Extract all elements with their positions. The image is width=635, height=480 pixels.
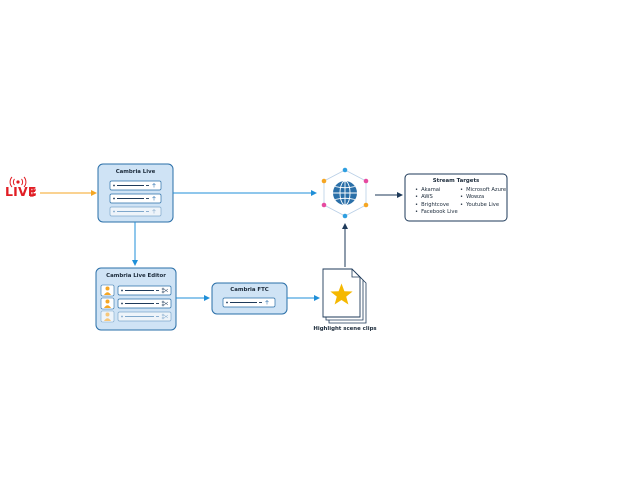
cambria-ftc-title: Cambria FTC	[230, 287, 269, 293]
editor-row	[100, 297, 172, 310]
upload-icon	[152, 183, 156, 188]
cambria-live-editor-node[interactable]	[95, 267, 177, 331]
star-icon	[330, 283, 353, 305]
stream-target-item: Youtube Live	[460, 202, 506, 209]
editor-row	[100, 310, 172, 323]
editor-row	[100, 284, 172, 297]
upload-icon	[152, 196, 156, 201]
live-broadcast-icon	[9, 176, 36, 197]
person-icon	[104, 299, 111, 308]
scissors-icon	[161, 300, 169, 307]
person-icon	[104, 286, 111, 295]
live-badge-text: LIVE	[5, 184, 37, 199]
highlight-label: Highlight scene clips	[313, 326, 377, 332]
scissors-icon	[161, 313, 169, 320]
highlight-clips-icon	[322, 268, 367, 324]
person-icon	[104, 312, 111, 321]
channel-row	[109, 206, 162, 217]
stream-target-item: Akamai	[415, 187, 458, 194]
stream-targets-title: Stream Targets	[432, 178, 480, 184]
channel-row	[109, 193, 162, 204]
globe-icon	[333, 180, 357, 206]
stream-target-item: Microsoft Azure	[460, 187, 506, 194]
cdn-globe-node[interactable]	[321, 167, 369, 219]
stream-targets-list-1: Akamai AWS Brightcove Facebook Live	[415, 187, 458, 217]
stream-target-item: Wowza	[460, 194, 506, 201]
stream-targets-list-2: Microsoft Azure Wowza Youtube Live	[460, 187, 506, 209]
cambria-ftc-node[interactable]	[211, 282, 288, 315]
stream-target-item: AWS	[415, 194, 458, 201]
cambria-live-editor-title: Cambria Live Editor	[106, 273, 166, 279]
upload-icon	[265, 300, 269, 305]
cambria-live-title: Cambria Live	[115, 169, 156, 175]
channel-row	[109, 180, 162, 191]
upload-icon	[152, 209, 156, 214]
scissors-icon	[161, 287, 169, 294]
stream-target-item: Facebook Live	[415, 209, 458, 216]
stream-target-item: Brightcove	[415, 202, 458, 209]
